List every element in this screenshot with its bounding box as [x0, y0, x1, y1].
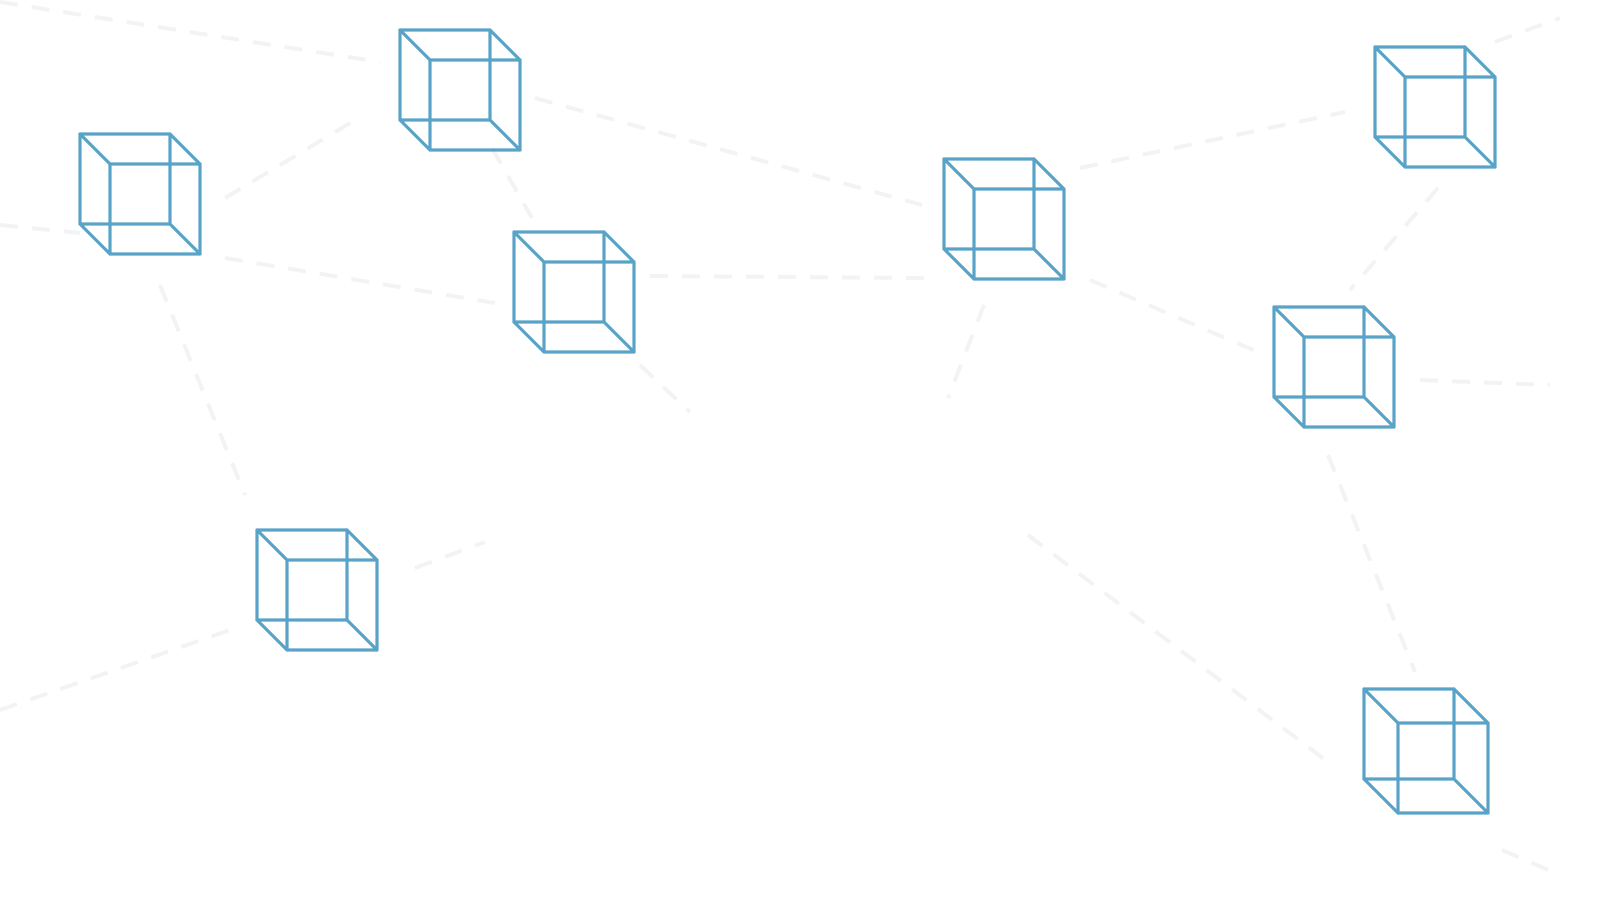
connection-line [946, 304, 986, 399]
cube-edges [255, 528, 379, 652]
connection-line [638, 363, 692, 414]
connection-line [1348, 186, 1440, 292]
cube-edges [1272, 305, 1396, 429]
connection-line [1501, 848, 1561, 877]
connection-line [223, 114, 364, 200]
wireframe-cube-icon [1272, 305, 1396, 429]
cube-edges [1373, 45, 1497, 169]
connection-lines [0, 0, 1561, 877]
connection-line [0, 628, 231, 712]
wireframe-cube-icon [1362, 687, 1490, 815]
wireframe-cube-icon [512, 230, 636, 354]
connection-line [1494, 16, 1561, 44]
wireframe-cube-icon [942, 157, 1066, 281]
connection-line [490, 147, 534, 219]
wireframe-cube-icon [255, 528, 379, 652]
connection-line [1326, 454, 1417, 673]
cube-edges [398, 28, 522, 152]
cube-nodes [78, 28, 1497, 815]
wireframe-cube-icon [398, 28, 522, 152]
cube-edges [942, 157, 1066, 281]
cube-edges [1362, 687, 1490, 815]
cube-edges [78, 132, 202, 256]
connection-line [1089, 278, 1259, 354]
connection-line [1419, 378, 1551, 387]
connection-line [0, 0, 381, 64]
connection-line [1026, 533, 1334, 767]
wireframe-cube-icon [78, 132, 202, 256]
connection-line [0, 223, 81, 235]
connection-line [649, 274, 931, 280]
cube-edges [512, 230, 636, 354]
connection-line [158, 284, 247, 496]
connection-line [414, 540, 486, 570]
connection-line [1079, 110, 1346, 170]
wireframe-cube-icon [1373, 45, 1497, 169]
connection-line [534, 96, 923, 207]
connection-line [224, 256, 496, 305]
